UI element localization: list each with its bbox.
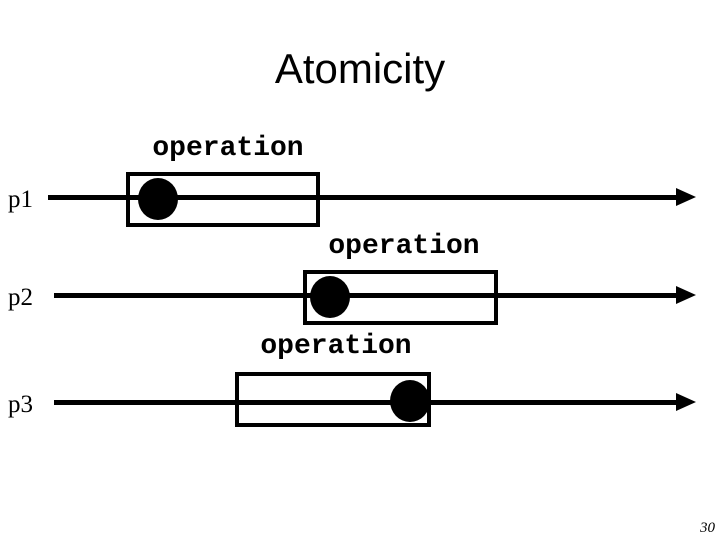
slide-title: Atomicity <box>274 45 446 92</box>
process-label-p3: p3 <box>8 391 33 418</box>
operation-box-p2 <box>303 270 498 325</box>
operation-label-p1: operation <box>152 133 304 164</box>
event-dot-icon-p3 <box>390 380 430 422</box>
arrowhead-icon-p3 <box>676 393 696 411</box>
timeline-p3 <box>54 400 676 405</box>
process-label-p1: p1 <box>8 186 33 213</box>
event-dot-icon-p1 <box>138 178 178 220</box>
event-dot-icon-p2 <box>310 276 350 318</box>
page-number: 30 <box>700 520 715 536</box>
operation-label-p2: operation <box>328 231 480 262</box>
arrowhead-icon-p2 <box>676 286 696 304</box>
operation-label-p3: operation <box>260 331 412 362</box>
operation-box-p1 <box>126 172 320 227</box>
process-label-p2: p2 <box>8 284 33 311</box>
timeline-p2 <box>54 293 676 298</box>
arrowhead-icon-p1 <box>676 188 696 206</box>
timeline-p1 <box>48 195 676 200</box>
